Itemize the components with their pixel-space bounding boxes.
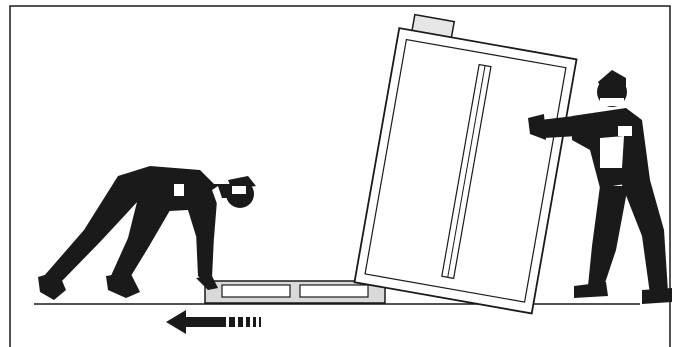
tilted-cabinet [354, 12, 579, 313]
left-arrow-icon [166, 310, 261, 334]
crouching-worker [38, 166, 256, 300]
pallet [205, 281, 385, 303]
